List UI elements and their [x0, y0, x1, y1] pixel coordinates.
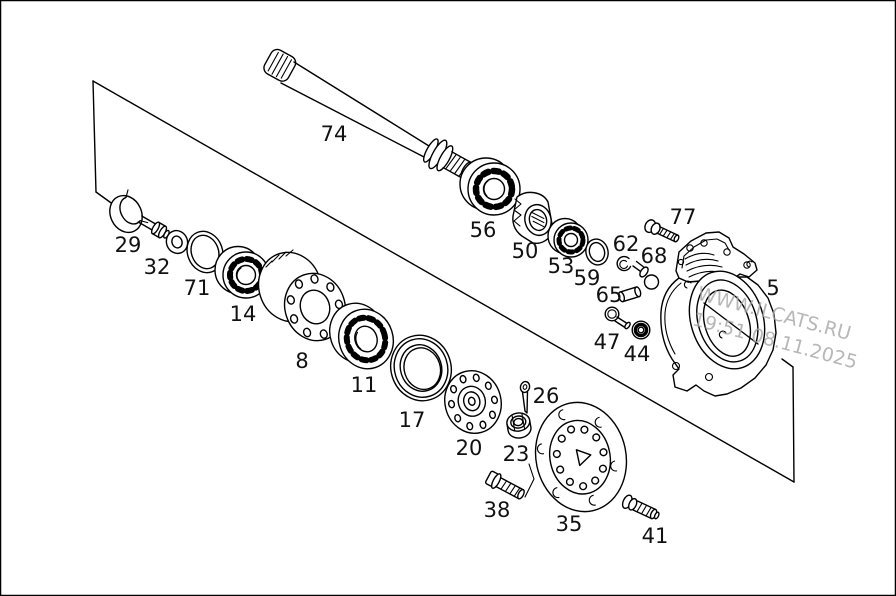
part-label-77: 77	[670, 205, 697, 229]
part-label-74: 74	[321, 122, 348, 146]
part-label-29: 29	[115, 233, 142, 257]
part-38-bolt	[485, 470, 525, 500]
part-label-41: 41	[642, 524, 669, 548]
part-50-sleeve	[512, 191, 554, 244]
part-47-bolt	[604, 306, 631, 330]
part-label-62: 62	[613, 232, 640, 256]
part-label-71: 71	[184, 276, 211, 300]
part-label-47: 47	[594, 330, 621, 354]
part-label-26: 26	[533, 384, 560, 408]
part-53-bearing	[547, 217, 589, 258]
part-label-14: 14	[230, 302, 257, 326]
part-label-23: 23	[503, 442, 530, 466]
part-41-bolt	[621, 494, 660, 520]
part-label-65: 65	[596, 283, 623, 307]
part-label-35: 35	[556, 512, 583, 536]
part-label-20: 20	[456, 436, 483, 460]
part-35-flange-disc	[534, 401, 628, 513]
part-label-50: 50	[512, 239, 539, 263]
part-label-5: 5	[766, 276, 779, 300]
part-17-race	[390, 334, 452, 402]
part-label-56: 56	[470, 218, 497, 242]
part-label-53: 53	[548, 254, 575, 278]
reference-plane-front	[703, 302, 794, 368]
part-label-11: 11	[351, 373, 378, 397]
part-62-snap-ring	[616, 255, 632, 272]
part-29-bolt-washer	[109, 189, 170, 239]
part-label-38: 38	[484, 498, 511, 522]
part-23-nut	[506, 412, 532, 439]
leader-line-38	[524, 463, 535, 498]
part-label-68: 68	[641, 244, 668, 268]
part-labels: 74 29 32 71 14 8 11 17 20 23 26 38 35 41…	[115, 122, 780, 548]
part-11-bearing	[328, 302, 395, 370]
part-44-nut	[631, 320, 651, 340]
part-label-59: 59	[574, 266, 601, 290]
part-32-ring	[165, 229, 189, 255]
part-label-17: 17	[399, 408, 426, 432]
part-26-cotter-pin	[519, 380, 531, 414]
part-71-seal-ring	[186, 230, 224, 274]
part-74-shaft	[263, 48, 476, 180]
part-label-44: 44	[624, 342, 651, 366]
part-59-ring	[585, 238, 609, 266]
part-77-bolt	[644, 219, 680, 243]
part-68-ball-bolt	[632, 260, 660, 290]
part-65-pin	[617, 286, 642, 303]
part-20-flange	[444, 370, 502, 434]
part-14-bearing	[214, 245, 270, 299]
part-label-32: 32	[144, 255, 171, 279]
part-label-8: 8	[295, 349, 308, 373]
part-56-bearing	[459, 157, 521, 216]
